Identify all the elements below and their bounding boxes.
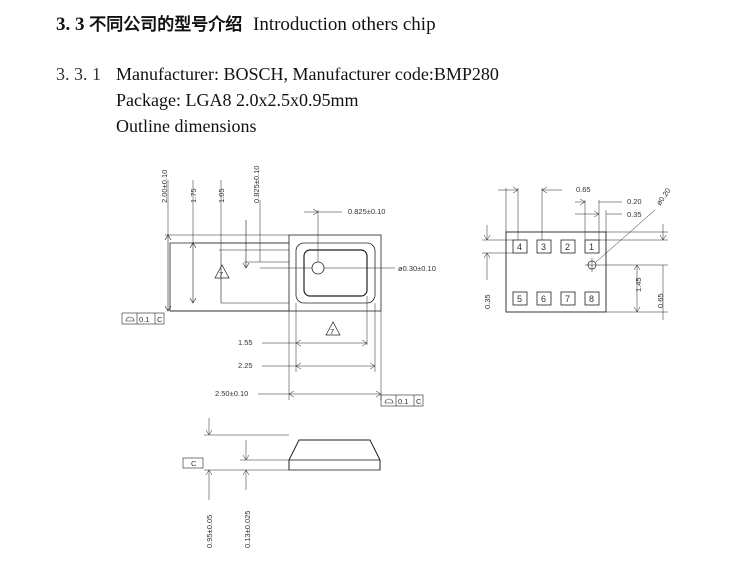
flatness-frame-right: 0.1 C [380, 394, 424, 407]
dim-065-top: 0.65 [576, 185, 591, 194]
triangle-mark-left: 7 [219, 270, 223, 279]
sensor-window [295, 242, 376, 304]
pin-label-5: 5 [517, 294, 522, 304]
pin-label-7: 7 [565, 294, 570, 304]
manufacturer-line: Manufacturer: BOSCH, Manufacturer code:B… [116, 64, 499, 84]
pin-label-3: 3 [541, 242, 546, 252]
pin-pads [512, 239, 600, 306]
dim-030: ø0.30±0.10 [398, 264, 436, 273]
side-view: C 0.95±0.05 0.13±0.025 [182, 418, 381, 548]
dim-0825-v: 0.825±0.10 [252, 166, 261, 203]
dim-145: 1.45 [634, 277, 643, 292]
section-number: 3. 3 [56, 14, 85, 35]
pin-label-2: 2 [565, 242, 570, 252]
pin-label-6: 6 [541, 294, 546, 304]
svg-text:0.1: 0.1 [398, 397, 408, 406]
dim-020-diam: ø0.20 [654, 186, 672, 207]
triangle-mark-bottom: 7 [330, 327, 334, 336]
datum-c-box [182, 457, 204, 469]
package-line: Package: LGA8 2.0x2.5x0.95mm [116, 90, 359, 110]
dim-250: 2.50±0.10 [215, 389, 248, 398]
dim-035-top: 0.35 [627, 210, 642, 219]
dim-155: 1.55 [238, 338, 253, 347]
top-view: 7 7 0.825±0.10 ø0.30±0.10 1.55 2.25 2.50… [121, 166, 436, 407]
pin-label-8: 8 [589, 294, 594, 304]
bottom-view: 4 3 2 1 5 6 7 8 0.65 0.20 0.35 ø0.20 [482, 185, 673, 320]
svg-text:C: C [157, 315, 163, 324]
section-title-cn: 不同公司的型号介绍 [89, 15, 243, 35]
dim-013: 0.13±0.025 [243, 511, 252, 548]
dim-105: 1.05 [217, 188, 226, 203]
section-heading: 3. 3 不同公司的型号介绍 Introduction others chip [56, 10, 436, 36]
pin-label-1: 1 [589, 242, 594, 252]
dim-225: 2.25 [238, 361, 253, 370]
flatness-frame-left: 0.1 C [121, 312, 165, 325]
subsection-number: 3. 3. 1 [56, 64, 101, 84]
dim-035-left: 0.35 [483, 294, 492, 309]
section-title-en: Introduction others chip [253, 14, 436, 35]
dim-065-right: 0.65 [656, 293, 665, 308]
package-outline [288, 234, 382, 312]
outline-line: Outline dimensions [116, 116, 257, 136]
datum-c-label: C [191, 459, 197, 468]
dim-0825-h: 0.825±0.10 [348, 207, 385, 216]
svg-text:0.1: 0.1 [139, 315, 149, 324]
pad-outline [505, 231, 607, 313]
svg-text:C: C [416, 397, 422, 406]
dim-175: 1.75 [189, 188, 198, 203]
vent-hole [311, 261, 325, 275]
dim-200: 2.00±0.10 [160, 170, 169, 203]
pin-label-4: 4 [517, 242, 522, 252]
dim-020: 0.20 [627, 197, 642, 206]
dim-095: 0.95±0.05 [205, 515, 214, 548]
